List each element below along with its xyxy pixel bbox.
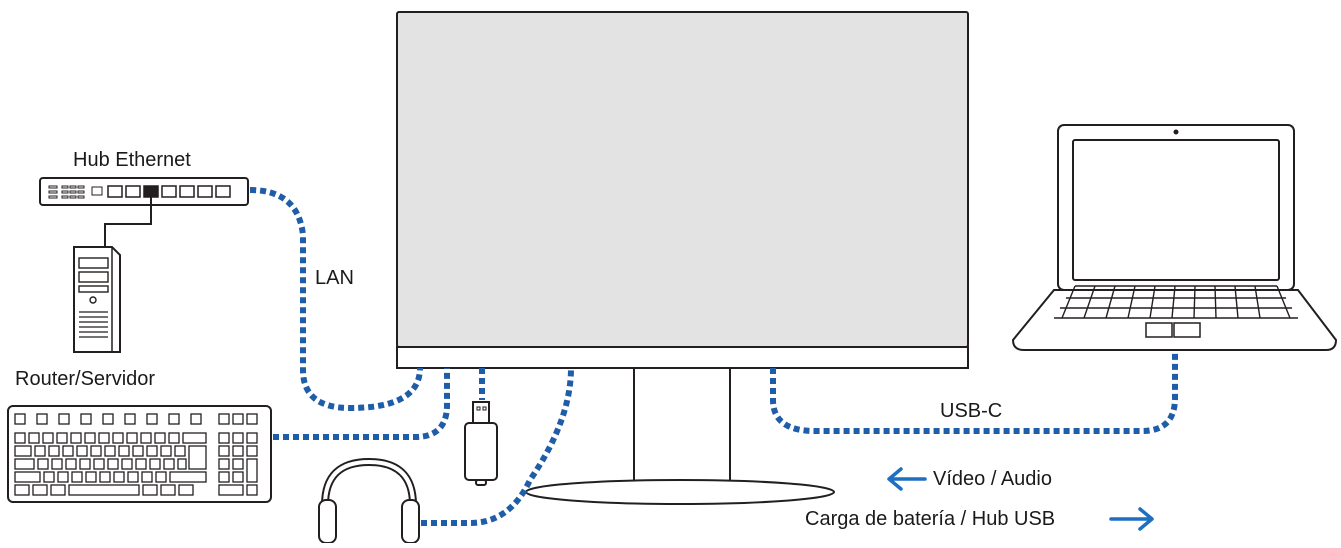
monitor-screen — [396, 11, 969, 348]
hub-led-grid — [48, 185, 103, 199]
laptop-touchpad-right — [1173, 322, 1201, 338]
usb-body — [464, 422, 498, 481]
server-tower — [73, 246, 121, 353]
laptop-touchpad-left — [1145, 322, 1173, 338]
label-hub-ethernet: Hub Ethernet — [73, 149, 191, 171]
laptop — [1011, 124, 1338, 351]
arrow-left-icon — [887, 467, 927, 491]
headphones — [318, 457, 420, 544]
monitor-stand-neck — [633, 367, 731, 486]
laptop-base — [1011, 289, 1338, 351]
monitor-stand-base — [525, 479, 835, 505]
server-cable — [104, 197, 152, 246]
keyboard-keys — [14, 413, 258, 496]
keyboard-cable — [273, 368, 450, 440]
headphone-right-cup — [401, 499, 420, 544]
arrow-right-icon — [1109, 507, 1154, 531]
headphone-left-cup — [318, 499, 337, 544]
label-usb-c: USB-C — [940, 400, 1003, 422]
ethernet-hub — [39, 177, 249, 206]
usb-flash-drive — [464, 401, 498, 486]
keyboard — [7, 405, 272, 503]
usb-connector — [472, 401, 490, 424]
lan-cable — [249, 187, 423, 412]
label-lan: LAN — [315, 267, 354, 289]
laptop-keyboard-keys — [1054, 285, 1298, 319]
label-router-server: Router/Servidor — [15, 368, 156, 390]
laptop-camera — [1173, 129, 1179, 135]
monitor-bezel-bottom — [396, 346, 969, 369]
usb-c-cable — [770, 352, 1178, 434]
monitor — [396, 11, 969, 505]
hub-ports — [107, 185, 231, 198]
label-battery-usb-hub: Carga de batería / Hub USB — [805, 508, 1056, 530]
laptop-display — [1072, 139, 1280, 281]
label-video-audio: Vídeo / Audio — [933, 468, 1052, 490]
